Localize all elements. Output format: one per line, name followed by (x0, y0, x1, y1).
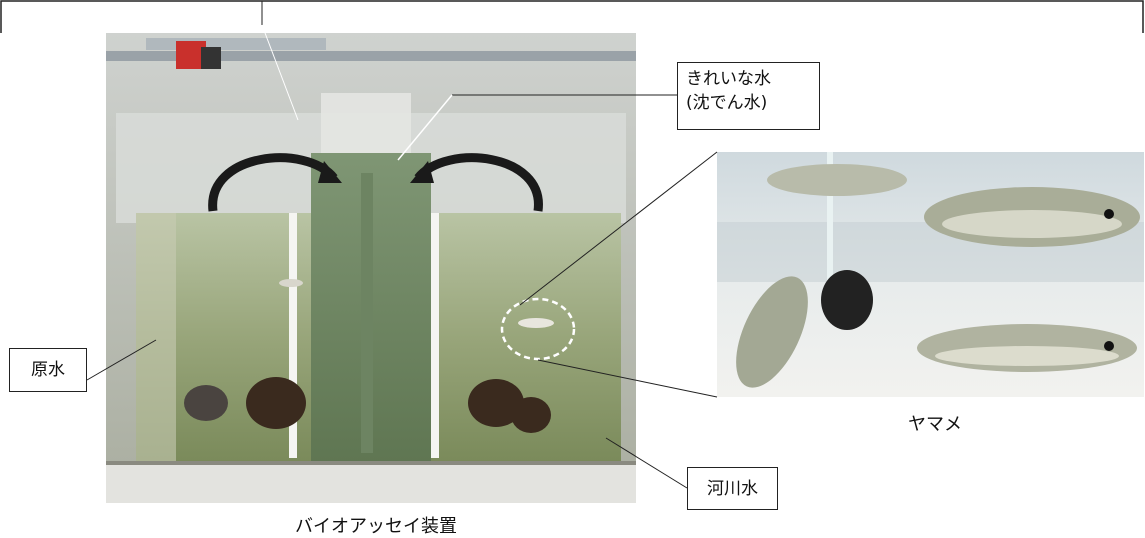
bioassay-apparatus-photo (106, 33, 636, 503)
clean-water-label-line2: (沈でん水) (686, 93, 768, 113)
raw-water-label: 原水 (31, 360, 65, 380)
river-water-callout: 河川水 (687, 467, 778, 510)
apparatus-caption: バイオアッセイ装置 (295, 516, 457, 537)
clean-water-callout: きれいな水 (沈でん水) (677, 62, 820, 130)
clean-water-label-line1: きれいな水 (686, 69, 771, 89)
yamame-fish-photo (717, 152, 1144, 397)
fish-caption: ヤマメ (908, 414, 962, 435)
raw-water-callout: 原水 (9, 348, 87, 392)
river-water-label: 河川水 (707, 478, 758, 499)
